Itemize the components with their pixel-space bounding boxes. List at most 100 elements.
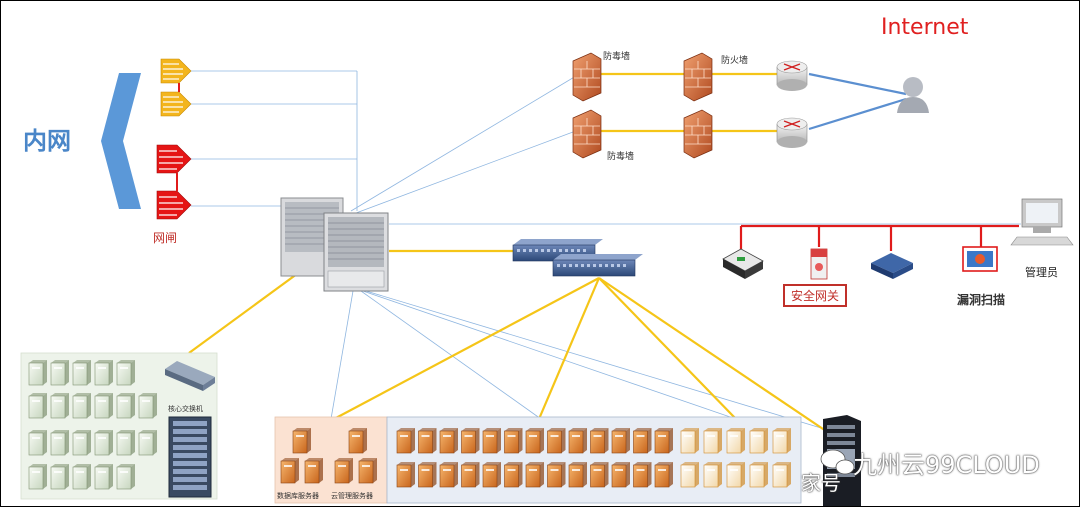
pc-server-icon	[28, 464, 47, 490]
storage-server-icon	[680, 462, 699, 488]
yellow-links	[188, 72, 827, 432]
antivirus-wall-bottom-label: 防毒墙	[607, 152, 635, 162]
core-chassis-front	[323, 212, 389, 292]
core-switch-label: 核心交换机	[168, 405, 203, 413]
firewall-top-icon	[683, 52, 713, 102]
orange-server-group	[280, 428, 673, 488]
core-switch-small-icon	[165, 361, 215, 391]
pc-server-icon	[72, 464, 91, 490]
wechat-icon	[820, 449, 855, 475]
ids-device-icon	[722, 248, 764, 279]
compute-server-icon	[590, 428, 609, 454]
watermark-brand: 九州云99CLOUD	[853, 451, 1040, 479]
security-gateway-icon	[810, 248, 828, 280]
pc-server-icon	[116, 360, 135, 386]
antivirus-wall-top-icon	[572, 52, 602, 102]
pc-server-icon	[72, 430, 91, 456]
compute-server-icon	[611, 462, 630, 488]
compute-server-icon	[439, 462, 458, 488]
pc-server-icon	[28, 393, 47, 419]
admin-pc-icon	[1010, 198, 1074, 246]
white-server-group	[680, 428, 791, 488]
access-switch-2	[552, 254, 643, 277]
server-rack-icon	[168, 416, 212, 498]
gatekeeper-label: 网闸	[153, 231, 178, 245]
compute-server-icon	[568, 462, 587, 488]
pc-server-icon	[50, 464, 69, 490]
pc-server-icon	[116, 393, 135, 419]
compute-server-icon	[611, 428, 630, 454]
firewall-top-label: 防火墙	[721, 56, 749, 66]
compute-server-icon	[461, 428, 480, 454]
gatekeeper-yellow-2	[160, 91, 192, 117]
intranet-label: 内网	[23, 127, 71, 155]
gatekeeper-red-2	[156, 190, 192, 220]
compute-server-icon	[590, 462, 609, 488]
pc-server-group	[28, 360, 157, 490]
pc-server-icon	[50, 393, 69, 419]
compute-server-icon	[482, 428, 501, 454]
watermark-subtext: 家号	[801, 471, 841, 495]
security-gateway-label: 安全网关	[783, 284, 848, 307]
firewall-bottom-icon	[683, 109, 713, 159]
pc-server-icon	[116, 430, 135, 456]
storage-server-icon	[749, 462, 768, 488]
compute-server-icon	[568, 428, 587, 454]
pc-server-icon	[138, 430, 157, 456]
router-top-icon	[776, 60, 808, 91]
pc-server-icon	[94, 430, 113, 456]
pc-server-icon	[50, 360, 69, 386]
compute-server-icon	[525, 428, 544, 454]
cloud-mgmt-server-label: 云管理服务器	[331, 492, 373, 500]
compute-server-icon	[418, 428, 437, 454]
pc-server-icon	[28, 430, 47, 456]
storage-server-icon	[703, 462, 722, 488]
pc-server-icon	[94, 464, 113, 490]
pc-server-icon	[28, 360, 47, 386]
thin-links	[191, 70, 1021, 432]
compute-server-icon	[482, 462, 501, 488]
storage-server-icon	[726, 462, 745, 488]
storage-server-icon	[749, 428, 768, 454]
compute-server-icon	[396, 462, 415, 488]
intranet-chevron	[101, 73, 141, 209]
compute-server-icon	[633, 428, 652, 454]
storage-server-icon	[772, 428, 791, 454]
compute-server-icon	[547, 428, 566, 454]
router-device-icon	[871, 253, 913, 279]
compute-server-icon	[525, 462, 544, 488]
internet-label: Internet	[881, 15, 969, 40]
compute-server-icon	[439, 428, 458, 454]
red-links	[739, 224, 1019, 251]
pc-server-icon	[50, 430, 69, 456]
pc-server-icon	[94, 393, 113, 419]
db-server-icon	[292, 428, 311, 454]
storage-server-icon	[726, 428, 745, 454]
compute-server-icon	[654, 462, 673, 488]
compute-server-icon	[418, 462, 437, 488]
compute-server-icon	[547, 462, 566, 488]
admin-label: 管理员	[1025, 266, 1058, 279]
pc-server-icon	[94, 360, 113, 386]
pc-server-icon	[72, 360, 91, 386]
router-bottom-icon	[776, 117, 808, 148]
pc-server-icon	[138, 393, 157, 419]
storage-server-icon	[680, 428, 699, 454]
antivirus-wall-top-label: 防毒墙	[603, 52, 631, 62]
db-server-icon	[348, 428, 367, 454]
pc-server-icon	[116, 464, 135, 490]
storage-server-icon	[772, 462, 791, 488]
compute-server-icon	[396, 428, 415, 454]
db-server-label: 数据库服务器	[277, 492, 319, 500]
db-server-icon	[304, 458, 323, 484]
pc-server-icon	[72, 393, 91, 419]
gatekeeper-red-1	[156, 144, 192, 174]
vuln-scanner-icon	[962, 246, 998, 272]
internet-user-icon	[897, 77, 929, 113]
compute-server-icon	[504, 428, 523, 454]
storage-server-icon	[703, 428, 722, 454]
compute-server-icon	[461, 462, 480, 488]
db-server-icon	[358, 458, 377, 484]
